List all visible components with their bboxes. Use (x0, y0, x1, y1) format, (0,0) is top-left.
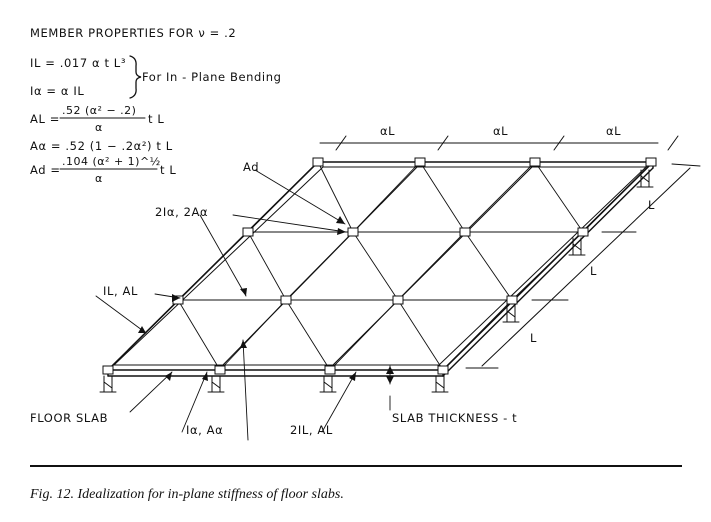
leader-lines (95, 169, 391, 441)
joint-blocks (102, 157, 657, 375)
member-long-2 (329, 163, 536, 369)
formula-ia: Iα = α IL (30, 84, 85, 98)
caption-rule (30, 465, 682, 467)
formula-ad-numerator: .104 (α² + 1)^½ (62, 155, 161, 168)
brace-mark (129, 55, 142, 99)
formula-al-numerator: .52 (α² − .2) (62, 104, 137, 117)
label-al-1: αL (380, 124, 396, 138)
slab-outline-inner (112, 166, 648, 366)
label-al-2: αL (493, 124, 509, 138)
label-l-2: L (590, 264, 598, 278)
label-ad: Ad (243, 160, 260, 174)
dimension-right (465, 163, 701, 369)
label-il-al: IL, AL (103, 284, 138, 298)
slab-edge-right-bottom (442, 167, 654, 377)
label-l-1: L (648, 198, 656, 212)
label-ia-aa: Iα, Aα (186, 423, 224, 437)
formula-ad-lhs: Ad = (30, 163, 61, 177)
label-floor-slab: FLOOR SLAB (30, 411, 109, 425)
dimension-top (319, 135, 679, 151)
label-2il-al: 2IL, AL (290, 423, 333, 437)
label-al-3: αL (606, 124, 622, 138)
support-stubs (99, 169, 654, 393)
diagonal-members (177, 161, 654, 371)
label-l-3: L (530, 331, 538, 345)
label-slab-thickness: SLAB THICKNESS - t (392, 411, 518, 425)
formula-al-lhs: AL = (30, 112, 60, 126)
bending-note: For In - Plane Bending (142, 70, 282, 84)
formula-il: IL = .017 α t L³ (30, 56, 127, 70)
formula-ad-denominator: α (95, 172, 103, 185)
arrowheads (138, 216, 394, 384)
figure-caption: Fig. 12. Idealization for in-plane stiff… (30, 487, 344, 502)
formula-al-tail: t L (148, 112, 165, 126)
properties-heading: MEMBER PROPERTIES FOR ν = .2 (30, 26, 237, 40)
label-2ia-2aa: 2Iα, 2Aα (155, 205, 209, 219)
formula-aa: Aα = .52 (1 − .2α²) t L (30, 139, 173, 153)
slab-outline (106, 161, 655, 371)
formula-al-denominator: α (95, 121, 103, 134)
formula-ad-tail: t L (160, 163, 177, 177)
